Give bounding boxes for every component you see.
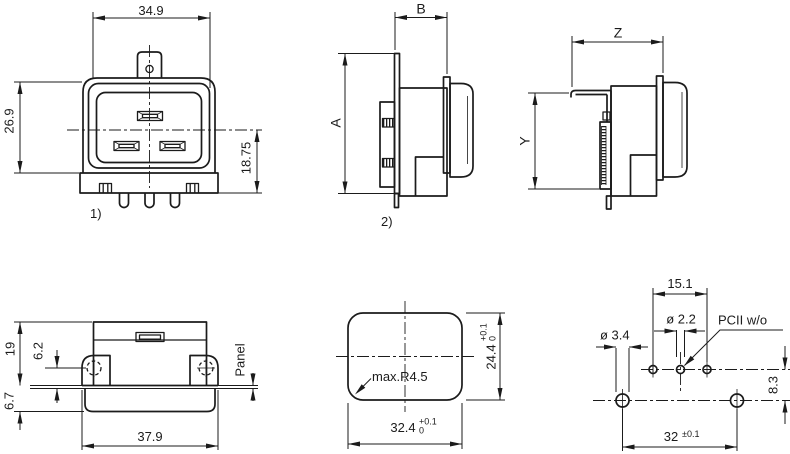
connector-outer-body — [82, 77, 216, 173]
cutout-width-tol-lower: 0 — [419, 426, 424, 436]
dimension-lines — [347, 312, 505, 449]
dim-mounting-spacing: 32 — [664, 429, 678, 444]
dim-top-width: 37.9 — [137, 429, 162, 444]
slot-inner — [164, 143, 181, 149]
corner-radius-note: max.R4.5 — [372, 369, 428, 384]
side-view-label: 2) — [381, 214, 393, 229]
front-face-through-panel — [84, 388, 216, 413]
slot-outer — [113, 140, 140, 152]
dim-mounted-depth: Z — [614, 25, 623, 41]
body-step-notch — [414, 156, 444, 196]
dim-side-height: A — [328, 118, 344, 128]
body-profile — [610, 85, 658, 197]
pin-profile — [605, 195, 612, 210]
pcb-drilling-view: 15.1 ø 2.2 PCII w/o ø 3.4 8.3 32 ±0.1 — [593, 276, 790, 451]
contact-block — [379, 101, 396, 188]
top-view-panel: 19 6.2 6.7 37.9 Panel — [2, 321, 258, 450]
slot-inner — [118, 143, 135, 149]
cutout-centerlines — [336, 301, 474, 412]
panel-surface-lines — [30, 385, 258, 389]
tab-slot-inner — [138, 334, 162, 340]
pin-hole-center — [675, 364, 686, 375]
dim-front-height: 26.9 — [2, 108, 17, 133]
dimension-lines — [528, 36, 664, 190]
connector-recess — [95, 91, 203, 164]
dimension-lines — [338, 12, 448, 194]
front-view-label: 1) — [90, 206, 102, 221]
body-profile — [398, 87, 448, 197]
dim-side-depth: B — [416, 1, 425, 17]
slot-outer — [136, 110, 164, 122]
body-rear-outline — [92, 321, 208, 386]
pin-profile — [393, 192, 400, 209]
dimension-lines — [14, 12, 262, 194]
cap-ring — [655, 75, 664, 181]
slot-outer — [159, 140, 186, 152]
dim-mounting-spacing-tol: ±0.1 — [682, 429, 699, 439]
cutout-height-tol-lower: 0 — [488, 336, 498, 341]
side-view: B A 2) — [328, 1, 474, 229]
variant-leader-line — [684, 329, 783, 366]
slot-chamfers — [113, 141, 140, 151]
dim-cutout-height: 24.4 — [484, 344, 499, 369]
tab-hole — [145, 64, 154, 74]
slot-chamfers — [159, 141, 186, 151]
dim-front-width: 34.9 — [138, 3, 163, 18]
dim-depth-behind-panel: 19 — [3, 342, 18, 356]
solder-pins — [118, 193, 181, 209]
slot-inner — [141, 113, 159, 119]
cutout-height-tol-upper: +0.1 — [479, 323, 489, 341]
panel-cutout-view: max.R4.5 32.4 +0.1 0 24.4 +0.1 0 — [336, 301, 505, 449]
dimension-arrowheads — [532, 39, 663, 189]
dim-cutout-width: 32.4 — [390, 420, 415, 435]
dim-pin-spacing: 15.1 — [667, 276, 692, 291]
side-tab-slots — [98, 182, 200, 193]
tab-slot-outer — [135, 331, 165, 343]
rear-cap — [662, 81, 688, 178]
contact-slot-right — [159, 140, 186, 152]
contact-band-upper — [381, 117, 396, 128]
rear-cap — [449, 82, 474, 178]
top-mounting-tab — [136, 51, 163, 78]
contact-band-lower — [381, 157, 396, 168]
variant-note: PCII w/o — [718, 313, 767, 328]
hole-centermarks — [93, 359, 215, 377]
dim-pin-hole-dia: ø 2.2 — [666, 312, 696, 327]
contact-slot-top — [136, 110, 164, 122]
side-view-mounted: Z Y — [517, 25, 688, 210]
contact-strip-edges — [601, 126, 607, 185]
dimension-arrowheads — [17, 15, 260, 193]
dim-hole-to-panel: 6.2 — [31, 342, 46, 360]
panel-label: Panel — [233, 343, 248, 376]
dim-row-distance: 8.3 — [766, 376, 781, 394]
connector-flange-face — [87, 82, 211, 169]
body-step-notch — [629, 154, 657, 196]
contact-slot-left — [113, 140, 140, 152]
cutout-width-tol-upper: +0.1 — [419, 417, 437, 427]
flange-ear-left — [81, 354, 111, 386]
front-view: 34.9 26.9 18.75 1) — [2, 3, 262, 221]
bracket-tab — [602, 111, 611, 121]
dim-mounting-hole-dia: ø 3.4 — [600, 328, 630, 343]
slot-chamfers — [137, 111, 163, 121]
dim-depth-front: 6.7 — [2, 392, 17, 410]
flange-ear-right — [189, 354, 219, 386]
dim-mounted-height: Y — [517, 136, 533, 146]
dim-center-to-base: 18.75 — [239, 142, 254, 175]
